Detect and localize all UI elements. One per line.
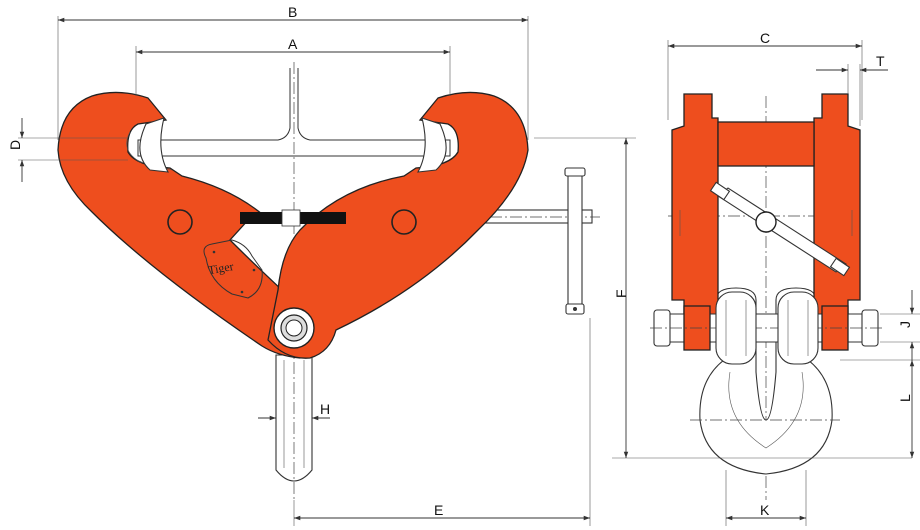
left-pin — [167, 209, 193, 235]
right-jaw — [267, 91, 529, 359]
dimension-lines — [18, 16, 920, 526]
label-h: H — [320, 401, 330, 417]
tiger-logo: Tiger — [203, 239, 263, 299]
left-jaw — [57, 91, 331, 359]
dimension-labels: B A D H E C T F J L K — [7, 4, 913, 518]
label-d: D — [7, 140, 23, 150]
cross-body — [717, 121, 815, 167]
label-t: T — [876, 53, 885, 69]
side-view — [650, 93, 884, 500]
beam-section — [137, 68, 451, 157]
label-b: B — [288, 4, 297, 20]
diagonal-spindle — [709, 181, 851, 277]
right-pin — [391, 209, 417, 235]
left-side-plate — [671, 93, 719, 341]
label-e: E — [434, 502, 443, 518]
label-k: K — [760, 502, 770, 518]
front-view: Tiger — [57, 62, 600, 500]
logo-text: Tiger — [207, 259, 235, 277]
t-handle — [567, 169, 583, 313]
label-a: A — [288, 36, 298, 52]
label-c: C — [760, 30, 770, 46]
label-f: F — [613, 289, 629, 298]
label-l: L — [897, 394, 913, 402]
label-j: J — [897, 321, 913, 328]
right-side-plate — [813, 93, 861, 341]
